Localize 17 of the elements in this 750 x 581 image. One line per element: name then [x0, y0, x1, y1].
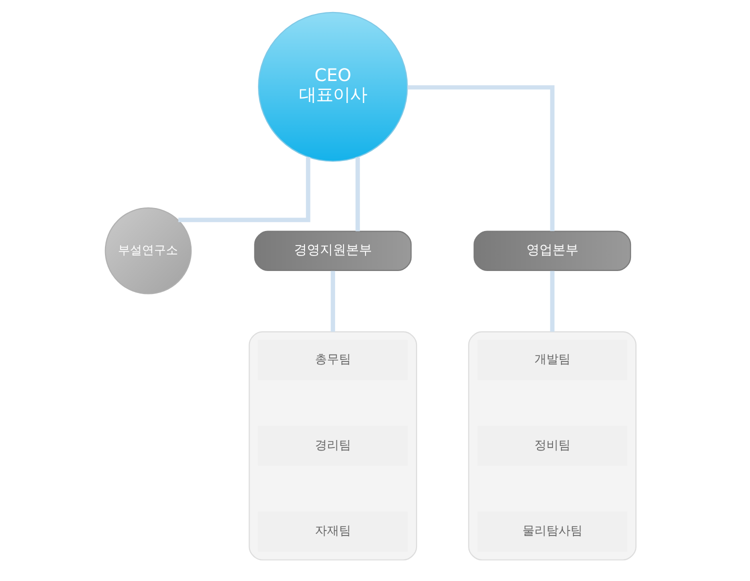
node-text: 경리팀 — [314, 438, 351, 452]
node-text: 개발팀 — [534, 352, 570, 366]
connector — [408, 85, 554, 232]
node-circle: 부설연구소 — [104, 207, 192, 294]
node-box: 경영지원본부 — [254, 230, 412, 271]
node-text: 자재팀 — [314, 524, 351, 538]
node-circle: CEO 대표이사 — [258, 12, 408, 162]
node-text: 총무팀 — [314, 352, 351, 366]
connector — [356, 157, 360, 232]
cluster — [248, 331, 418, 560]
node-text: 정비팀 — [534, 438, 570, 452]
node-text: 물리탐사팀 — [522, 524, 582, 538]
cluster — [468, 331, 636, 560]
connector — [550, 270, 554, 332]
connector — [178, 157, 310, 222]
connector — [330, 270, 336, 332]
node-box: 영업본부 — [474, 230, 632, 271]
